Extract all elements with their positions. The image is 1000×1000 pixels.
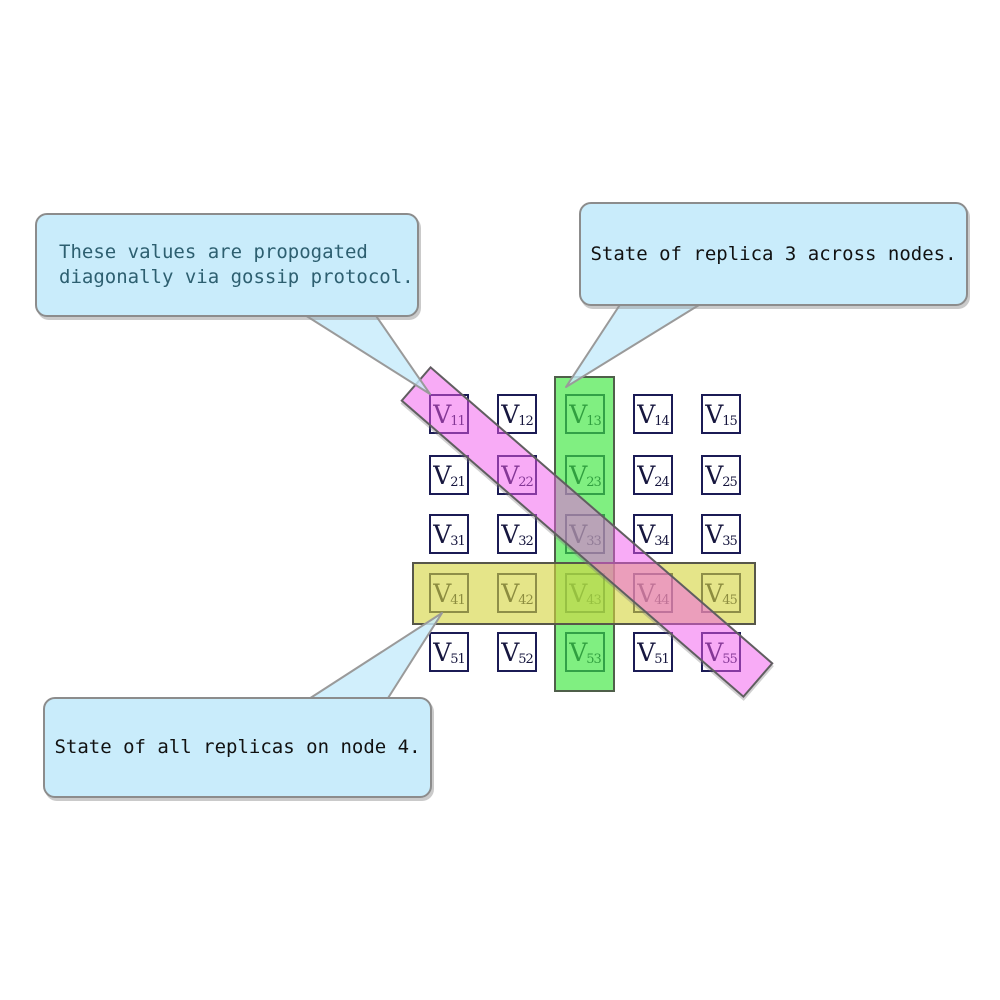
cell-subscript: 12 [518, 414, 534, 429]
node4-callout-text: State of all replicas on node 4. [54, 736, 421, 758]
cell-base-label: V [433, 460, 452, 490]
cell-base-label: V [433, 637, 452, 667]
cell-base-label: V [705, 519, 724, 549]
cell-subscript: 25 [722, 475, 738, 490]
cell-subscript: 35 [722, 534, 738, 549]
cell-subscript: 24 [654, 475, 670, 490]
replica-callout-text: State of replica 3 across nodes. [590, 242, 957, 265]
cell-subscript: 32 [518, 534, 534, 549]
cell-subscript: 51 [450, 652, 466, 667]
gossip-callout-line2: diagonally via gossip protocol. [59, 266, 414, 288]
cell-base-label: V [637, 519, 656, 549]
gossip-callout-line1: These values are propogated [59, 241, 368, 263]
cell-base-label: V [501, 519, 520, 549]
cell-subscript: 15 [722, 414, 738, 429]
cell-subscript: 51 [654, 652, 670, 667]
cell-base-label: V [705, 460, 724, 490]
cell-base-label: V [637, 399, 656, 429]
node-4-callout: State of all replicas on node 4. [43, 697, 432, 798]
cell-subscript: 14 [654, 414, 670, 429]
cell-subscript: 21 [450, 475, 466, 490]
cell-subscript: 52 [518, 652, 534, 667]
replica-3-callout: State of replica 3 across nodes. [579, 202, 968, 306]
gossip-protocol-callout: These values are propogated diagonally v… [35, 213, 419, 317]
cell-subscript: 34 [654, 534, 670, 549]
replica-callout-pointer [565, 296, 713, 388]
gossip-callout-pointer [296, 309, 431, 395]
cell-base-label: V [501, 399, 520, 429]
cell-base-label: V [637, 637, 656, 667]
cell-subscript: 31 [450, 534, 466, 549]
cell-base-label: V [705, 399, 724, 429]
cell-base-label: V [637, 460, 656, 490]
node4-callout-pointer [297, 612, 443, 707]
cell-base-label: V [501, 637, 520, 667]
cell-base-label: V [433, 519, 452, 549]
